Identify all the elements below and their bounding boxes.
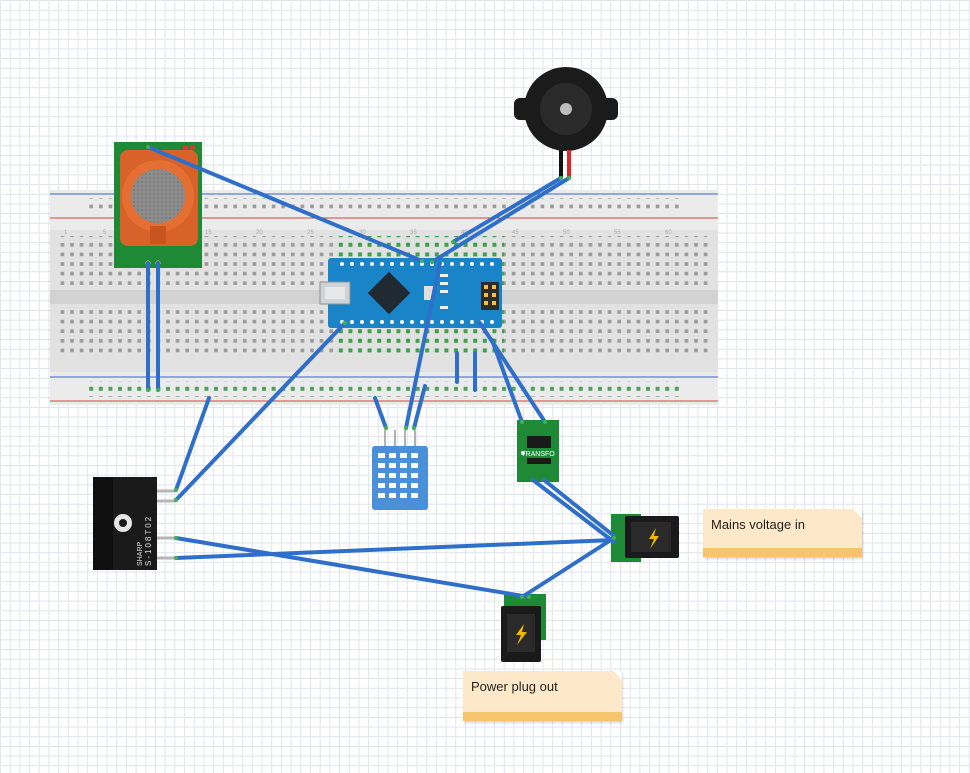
col-number: 20 bbox=[256, 230, 263, 236]
wire[interactable] bbox=[520, 536, 616, 599]
arduino-nano[interactable] bbox=[319, 258, 502, 328]
col-number: 25 bbox=[307, 230, 314, 236]
mains-input-jack[interactable] bbox=[611, 514, 679, 562]
wire[interactable] bbox=[412, 384, 427, 430]
col-number: 50 bbox=[563, 230, 570, 236]
col-number: 5 bbox=[103, 230, 107, 236]
wire[interactable] bbox=[531, 478, 616, 544]
transformer-module[interactable]: TRANSFO bbox=[517, 420, 559, 482]
gas-sensor-module[interactable] bbox=[114, 142, 202, 268]
lightning-icon bbox=[649, 528, 659, 549]
wire[interactable] bbox=[490, 338, 524, 424]
col-number: 35 bbox=[410, 230, 417, 236]
wire[interactable] bbox=[404, 261, 442, 430]
note-text: Power plug out bbox=[471, 679, 558, 694]
wire[interactable] bbox=[542, 478, 616, 538]
wire[interactable] bbox=[174, 538, 615, 560]
col-number: 55 bbox=[614, 230, 621, 236]
power-output-jack[interactable] bbox=[501, 594, 546, 662]
col-number: 45 bbox=[512, 230, 519, 236]
lightning-icon bbox=[516, 624, 527, 645]
wire[interactable] bbox=[174, 396, 211, 492]
wire[interactable] bbox=[373, 396, 388, 430]
wires bbox=[146, 145, 616, 599]
wire-ends bbox=[146, 145, 616, 599]
col-number: 15 bbox=[205, 230, 212, 236]
sharp-solid-state-relay[interactable]: SHARP S-108T02 bbox=[93, 477, 175, 570]
transformer-label: TRANSFO bbox=[521, 451, 555, 458]
sharp-brand: SHARP bbox=[137, 542, 144, 566]
dht-humidity-sensor[interactable] bbox=[372, 430, 428, 510]
sharp-model: S-108T02 bbox=[144, 515, 153, 566]
wire[interactable] bbox=[174, 321, 347, 502]
wire[interactable] bbox=[451, 176, 563, 244]
note-power-plug[interactable]: Power plug out bbox=[463, 671, 622, 721]
note-mains-voltage[interactable]: Mains voltage in bbox=[703, 509, 862, 557]
wire[interactable] bbox=[174, 536, 531, 599]
col-number: 30 bbox=[359, 230, 366, 236]
wire[interactable] bbox=[430, 176, 571, 264]
piezo-buzzer[interactable] bbox=[514, 67, 618, 178]
note-text: Mains voltage in bbox=[711, 517, 805, 532]
col-number: 1 bbox=[64, 230, 68, 236]
col-number: 60 bbox=[665, 230, 672, 236]
wire[interactable] bbox=[146, 145, 424, 263]
